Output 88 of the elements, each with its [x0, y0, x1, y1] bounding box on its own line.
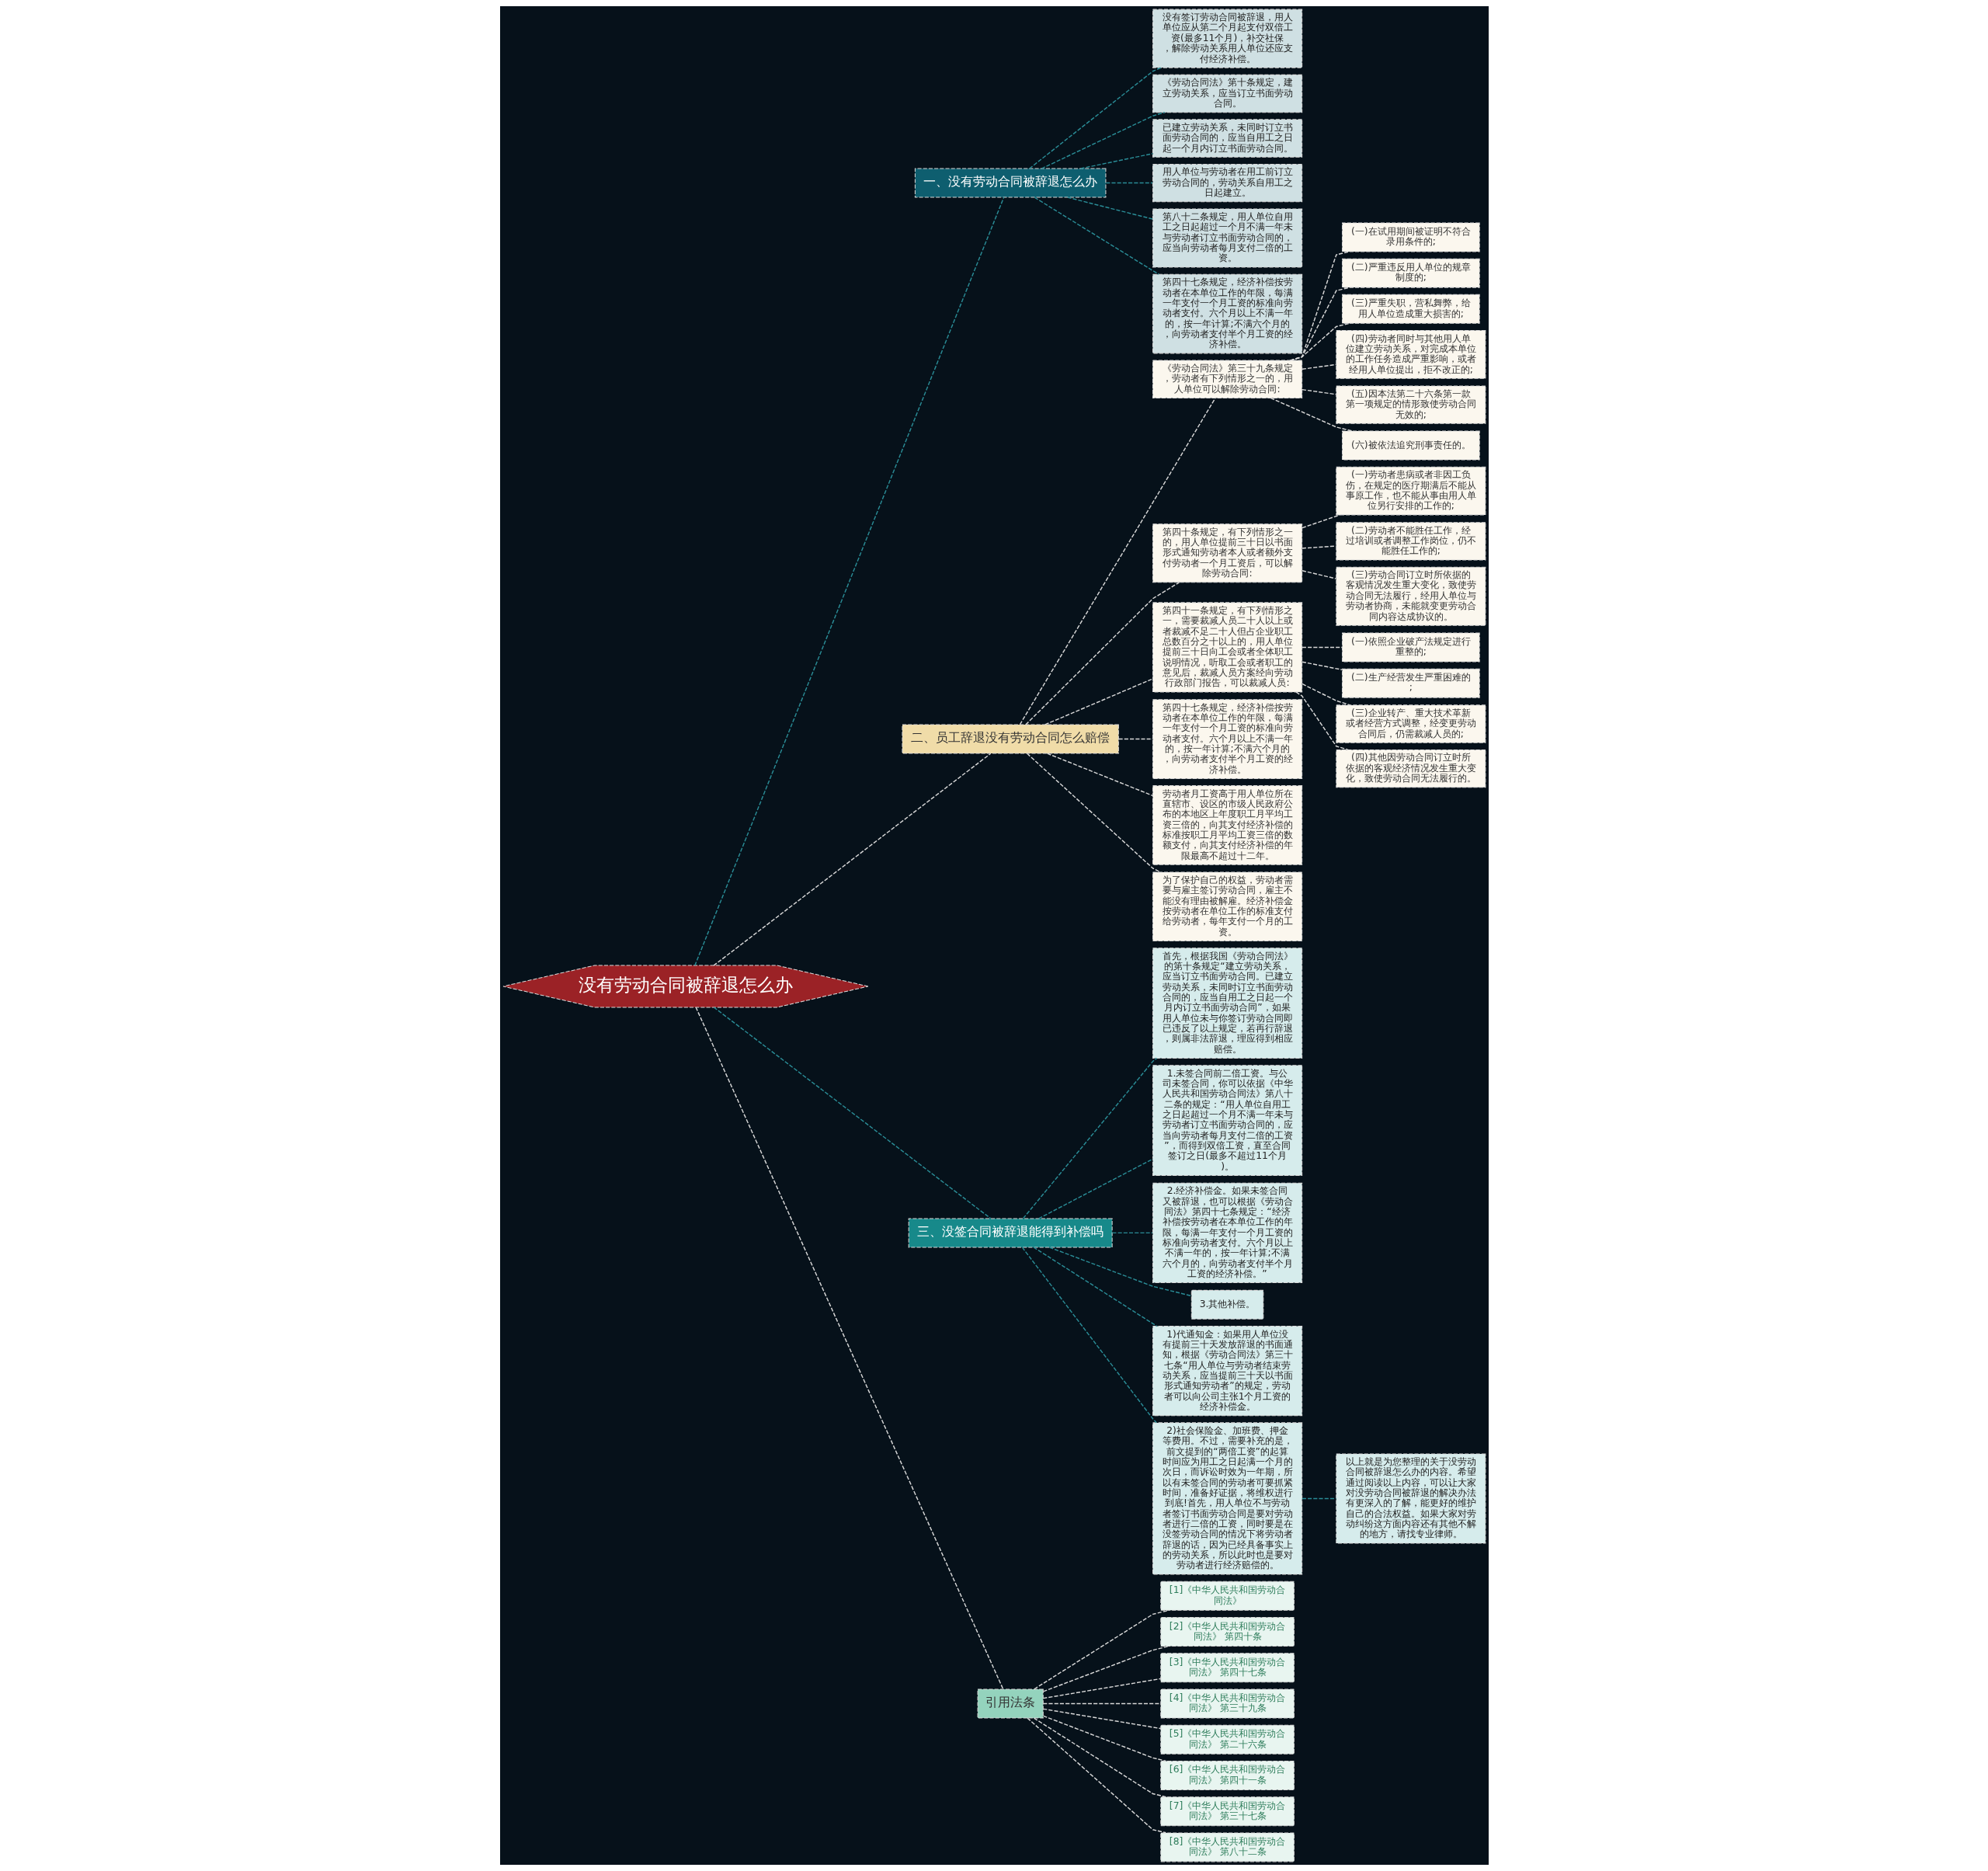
- node-box: 用人单位与劳动者在用工前订立劳动合同的，劳动关系自用工之日起建立。: [1152, 163, 1302, 203]
- connector: [1042, 1702, 1161, 1705]
- node-box: 2)社会保险金、加班费、押金等费用。不过，需要补充的是，前文提到的“两倍工资”的起算时间应为用工之日起满一个月的次日，而诉讼时效为一年期，所以有未签合同的劳动者可要抓紧时间，准备好证据，将维权进行到底!首先，用人单位不与劳动者签订书面劳动合同是要对劳动者进行二倍的工资，同时要是在没签劳动合同的情况下将劳动者辞退的话，因为已经具备事实上的劳动关系，所以此时也是要对劳动者进行经济赔偿的。: [1152, 1422, 1302, 1575]
- connector: [1026, 753, 1161, 873]
- node-box: [3]《中华人民共和国劳动合同法》 第四十七条: [1159, 1653, 1295, 1683]
- connector: [1301, 683, 1350, 706]
- node-box: [6]《中华人民共和国劳动合同法》 第四十一条: [1159, 1760, 1295, 1790]
- node-box: 第四十条规定，有下列情形之一的，用人单位提前三十日以书面形式通知劳动者本人或者额外支付劳动者一个月工资后，可以解除劳动合同:: [1152, 523, 1302, 583]
- node-box: (二)生产经营发生严重困难的;: [1341, 668, 1480, 698]
- node-box: 三、没签合同被辞退能得到补偿吗: [908, 1218, 1113, 1248]
- node-box: [2]《中华人民共和国劳动合同法》 第四十条: [1159, 1617, 1295, 1647]
- node-box: 劳动者月工资高于用人单位所在直辖市、设区的市级人民政府公布的本地区上年度职工月平均工资三倍的，向其支付经济补偿的标准按职工月平均工资三倍的数额支付，向其支付经济补偿的年限最高不超过十二年。: [1152, 785, 1302, 865]
- connector: [1037, 1158, 1153, 1219]
- connector: [1301, 388, 1336, 395]
- connector: [1042, 1678, 1161, 1699]
- node-box: 2.经济补偿金。如果未签合同又被辞退，也可以根据《劳动合同法》第四十七条规定：“经济补偿按劳动者在本单位工作的年限，每满一年支付一个月工资的标准向劳动者支付。六个月以上不满一年的，按一年计算;不满六个月的，向劳动者支付半个月工资的经济补偿。”: [1152, 1182, 1302, 1284]
- connector: [1301, 545, 1336, 549]
- node-box: (六)被依法追究刑事责任的。: [1341, 430, 1480, 461]
- connector: [1301, 363, 1336, 370]
- node-box: [5]《中华人民共和国劳动合同法》 第二十六条: [1159, 1724, 1295, 1754]
- connector: [1295, 691, 1349, 751]
- node-box: 二、员工辞退没有劳动合同怎么赔偿: [901, 724, 1119, 754]
- node-box: (四)其他因劳动合同订立时所依据的客观经济情况发生重大变化，致使劳动合同无法履行的。: [1335, 749, 1486, 788]
- node-box: (五)因本法第二十六条第一款第一项规定的情形致使劳动合同无效的;: [1335, 385, 1486, 424]
- connector: [1301, 514, 1340, 529]
- node-box: 引用法条: [977, 1688, 1044, 1719]
- connector: [1066, 196, 1153, 220]
- node-box: 一、没有劳动合同被辞退怎么办: [914, 168, 1106, 198]
- node-box: 1.未签合同前二倍工资。与公司未签合同，你可以依据《中华人民共和国劳动合同法》第八十二条的规定：“用人单位自用工之日起超过一个月不满一年未与劳动者订立书面劳动合同的，应当向劳动者每月支付二倍的工资”，而得到双倍工资，直至合同签订之日(最多不超过11个月)。: [1152, 1065, 1302, 1176]
- connector: [1041, 111, 1165, 169]
- connector: [1024, 582, 1180, 725]
- node-box: 为了保护自己的权益，劳动者需要与雇主签订劳动合同，雇主不能没有理由被解雇。经济补偿金按劳动者在单位工作的标准支付给劳动者，每年支付一个月的工资。: [1152, 871, 1302, 941]
- connector: [1301, 661, 1343, 671]
- connector: [1034, 196, 1159, 275]
- connector: [1022, 1057, 1157, 1219]
- connector: [1028, 67, 1161, 169]
- node-box: (四)劳动者同时与其他用人单位建立劳动关系，对完成本单位的工作任务造成严重影响，或者经用人单位提出，拒不改正的;: [1335, 330, 1486, 379]
- node-box: [4]《中华人民共和国劳动合同法》 第三十九条: [1159, 1688, 1295, 1719]
- node-box: (一)劳动者患病或者非因工负伤，在规定的医疗期满后不能从事原工作，也不能从事由用人单位另行安排的工作的;: [1335, 466, 1486, 516]
- node-box: 以上就是为您整理的关于没劳动合同被辞退怎么办的内容。希望通过阅读以上内容，可以让大家对没劳动合同被辞退的解决办法有更深入的了解，能更好的维护自己的合法权益。如果大家对劳动纠纷这方面内容还有其他不解的地方，请找专业律师。: [1335, 1453, 1486, 1544]
- node-box: 已建立劳动关系，未同时订立书面劳动合同的，应当自用工之日起一个月内订立书面劳动合同。: [1152, 119, 1302, 158]
- connector: [1042, 1708, 1161, 1730]
- node-box: 《劳动合同法》第三十九条规定，劳动者有下列情形之一的，用人单位可以解除劳动合同:: [1152, 360, 1302, 398]
- node-box: (一)依照企业破产法规定进行重整的;: [1341, 632, 1480, 663]
- connector: [1048, 1247, 1192, 1297]
- connector: [1301, 570, 1336, 579]
- node-box: [8]《中华人民共和国劳动合同法》 第八十二条: [1159, 1832, 1295, 1862]
- connector: [1042, 1715, 1166, 1762]
- node-box: 第四十一条规定，有下列情形之一，需要裁减人员二十人以上或者裁减不足二十人但占企业职工总数百分之十以上的，用人单位提前三十日向工会或者全体职工说明情况，听取工会或者职工的意见后，裁减人员方案经向劳动行政部门报告，可以裁减人员:: [1152, 602, 1302, 693]
- node-box: 3.其他补偿。: [1190, 1289, 1263, 1320]
- node-box: (三)企业转产、重大技术革新或者经营方式调整，经变更劳动合同后，仍需裁减人员的;: [1335, 704, 1486, 743]
- node-box: 《劳动合同法》第十条规定，建立劳动关系，应当订立书面劳动合同。: [1152, 74, 1302, 113]
- connector: [1301, 1497, 1336, 1500]
- connector: [1026, 1717, 1166, 1834]
- node-box: [1]《中华人民共和国劳动合同法》: [1159, 1581, 1295, 1611]
- connector: [1033, 1609, 1170, 1690]
- connector: [1046, 753, 1153, 797]
- connector: [713, 1007, 991, 1219]
- connector: [1033, 1717, 1166, 1798]
- connector: [1289, 322, 1350, 361]
- connector: [1289, 251, 1350, 361]
- node-box: [7]《中华人民共和国劳动合同法》 第三十七条: [1159, 1796, 1295, 1827]
- node-box: (二)劳动者不能胜任工作，经过培训或者调整工作岗位，仍不能胜任工作的;: [1335, 522, 1486, 561]
- connector: [695, 1007, 1003, 1690]
- connector: [1079, 153, 1153, 169]
- connector: [1032, 1247, 1157, 1327]
- node-box: 第四十七条规定，经济补偿按劳动者在本单位工作的年限，每满一年支付一个月工资的标准向劳动者支付。六个月以上不满一年的，按一年计算;不满六个月的，向劳动者支付半个月工资的经济补偿。: [1152, 273, 1302, 354]
- connector: [1105, 182, 1153, 184]
- connector: [1042, 1645, 1170, 1692]
- connector: [1019, 397, 1216, 725]
- node-box: (三)严重失职，营私舞弊，给用人单位造成重大损害的;: [1341, 294, 1480, 324]
- connector: [1021, 1247, 1157, 1424]
- node-box: (二)严重违反用人单位的规章制度的;: [1341, 258, 1480, 288]
- connector: [1044, 678, 1153, 725]
- connector: [1301, 646, 1343, 649]
- node-box: 第四十七条规定，经济补偿按劳动者在本单位工作的年限，每满一年支付一个月工资的标准向劳动者支付。六个月以上不满一年的，按一年计算;不满六个月的，向劳动者支付半个月工资的经济补偿。: [1152, 699, 1302, 779]
- connector: [712, 753, 991, 966]
- connector: [1270, 397, 1353, 432]
- connector: [1289, 287, 1350, 361]
- connector: [1111, 1232, 1153, 1234]
- node-box: (一)在试用期间被证明不符合录用条件的;: [1341, 222, 1480, 252]
- node-box: 没有签订劳动合同被辞退，用人单位应从第二个月起支付双倍工资(最多11个月)，补交社保，解除劳动关系用人单位还应支付经济补偿。: [1152, 9, 1302, 68]
- node-box: (三)劳动合同订立时所依据的客观情况发生重大变化，致使劳动合同无法履行，经用人单位与劳动者协商，未能就变更劳动合同内容达成协议的。: [1335, 566, 1486, 626]
- connector: [693, 196, 1004, 966]
- node-box: 首先，根据我国《劳动合同法》的第十条规定“建立劳动关系，应当订立书面劳动合同。已建立劳动关系，未同时订立书面劳动合同的，应当自用工之日起一个月内订立书面劳动合同”，如果用人单位未与你签订劳动合同即已违反了以上规定，若再行辞退，则属非法辞退，理应得到相应赔偿。: [1152, 948, 1302, 1059]
- connector: [1117, 738, 1153, 740]
- node-box: 1)代通知金：如果用人单位没有提前三十天发放辞退的书面通知，根据《劳动合同法》第三十七条“用人单位与劳动者结束劳动关系，应当提前三十天以书面形式通知劳动者”的规定，劳动者可以向公司主张1个月工资的经济补偿金。: [1152, 1326, 1302, 1417]
- node-box: 第八十二条规定，用人单位自用工之日起超过一个月不满一年未与劳动者订立书面劳动合同的，应当向劳动者每月支付二倍的工资。: [1152, 208, 1302, 268]
